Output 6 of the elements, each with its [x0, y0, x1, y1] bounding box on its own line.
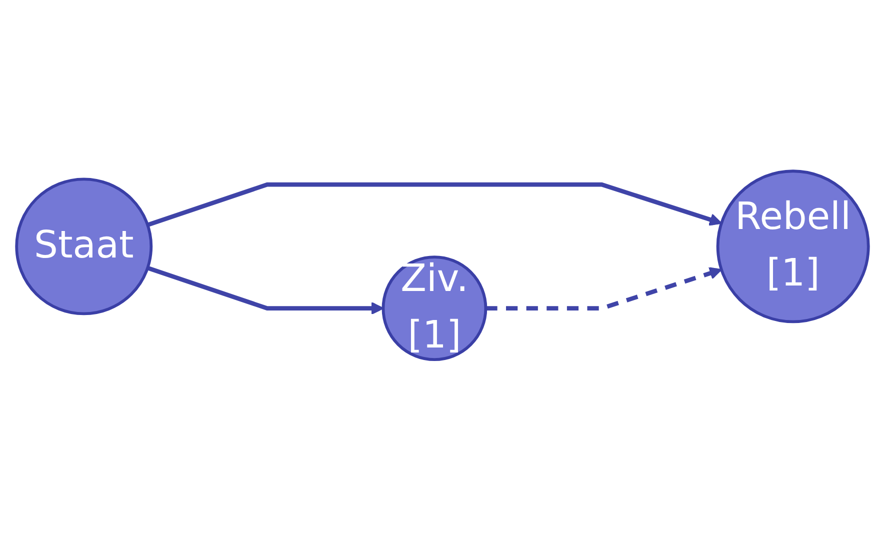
arrow: [146, 182, 722, 227]
arrow: [486, 267, 722, 310]
node-circle: Staat: [15, 178, 153, 316]
arrow: [146, 266, 384, 315]
node-circle: Rebell [1]: [716, 170, 870, 324]
node-circle: Ziv. [1]: [382, 256, 488, 362]
